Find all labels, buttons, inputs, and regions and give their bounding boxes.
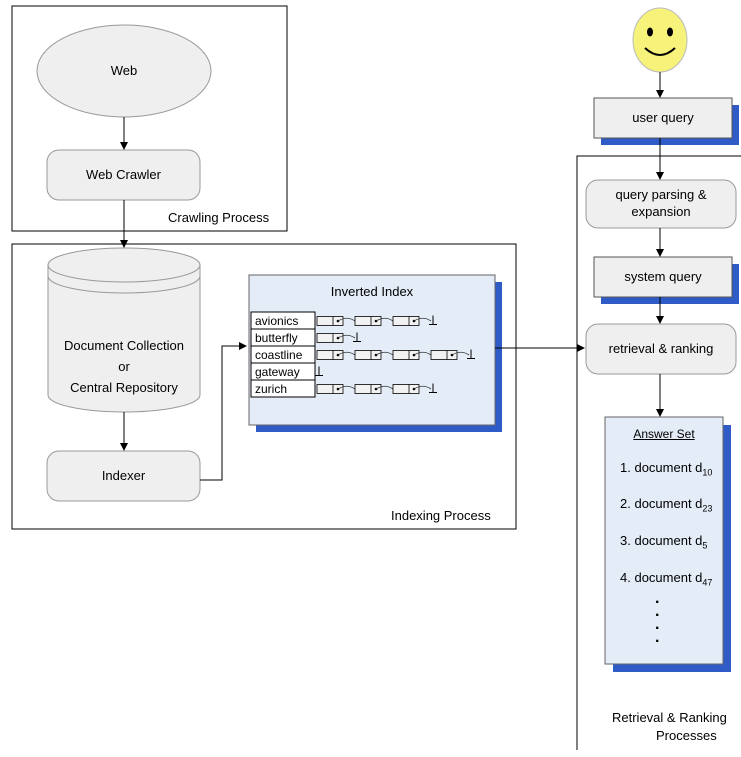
retrieval-process-label-line1: Retrieval & Ranking <box>612 710 727 725</box>
user-query-node <box>593 97 733 139</box>
indexing-process-label: Indexing Process <box>391 508 491 523</box>
posting-link <box>375 317 394 322</box>
flow-arrows <box>120 72 664 481</box>
answer-item-3: 3. document d5 <box>620 533 707 551</box>
indexer-label: Indexer <box>101 468 146 483</box>
answer-item-2-num: 2. <box>620 496 631 511</box>
answer-item-2-sub: 23 <box>702 503 713 514</box>
repository-label-line2: or <box>118 359 130 374</box>
answer-item-4-sub: 47 <box>702 577 713 588</box>
term-avionics: avionics <box>255 314 299 328</box>
system-query-label: system query <box>624 269 702 284</box>
user-query-label: user query <box>632 110 694 125</box>
posting-link <box>413 351 432 356</box>
answer-item-1-sub: 10 <box>702 467 713 478</box>
posting-node <box>354 316 382 326</box>
posting-link <box>413 385 432 390</box>
web-label: Web <box>110 63 138 78</box>
posting-node <box>392 384 420 394</box>
posting-link <box>375 385 394 390</box>
answer-item-1-num: 1. <box>620 460 631 475</box>
posting-link <box>337 317 356 322</box>
answer-item-2: 2. document d23 <box>620 496 712 514</box>
answer-set-title: Answer Set <box>633 427 695 441</box>
answer-item-3-num: 3. <box>620 533 631 548</box>
web-crawler-label: Web Crawler <box>86 167 161 182</box>
answer-item-3-sub: 5 <box>702 540 708 551</box>
retrieval-process-label-line2: Processes <box>656 728 717 743</box>
query-parsing-node <box>585 179 737 229</box>
crawling-process-label: Crawling Process <box>168 210 270 225</box>
posting-node <box>392 350 420 360</box>
posting-link <box>337 334 356 339</box>
query-parsing-label-line2: expansion <box>631 204 691 219</box>
term-coastline: coastline <box>255 348 303 362</box>
retrieval-ranking-label: retrieval & ranking <box>608 341 714 356</box>
repository-label-line1: Document Collection <box>64 338 184 353</box>
crawling-process-frame <box>11 5 288 232</box>
query-parsing-label-line1: query parsing & <box>615 187 707 202</box>
term-column <box>250 311 316 398</box>
indexer-node <box>46 450 201 502</box>
posting-node <box>316 316 344 326</box>
answer-item-3-text: document d <box>634 533 703 548</box>
posting-link <box>451 351 470 356</box>
posting-lists <box>315 315 475 394</box>
term-zurich: zurich <box>255 382 288 396</box>
answer-item-4-num: 4. <box>620 570 631 585</box>
posting-node <box>392 316 420 326</box>
term-butterfly: butterfly <box>255 331 298 345</box>
answer-item-4: 4. document d47 <box>620 570 712 588</box>
system-query-node <box>593 256 733 298</box>
posting-link <box>337 351 356 356</box>
posting-node <box>316 333 344 343</box>
posting-link <box>375 351 394 356</box>
retrieval-process-frame <box>576 155 741 750</box>
posting-node <box>354 384 382 394</box>
answer-item-1: 1. document d10 <box>620 460 712 478</box>
term-gateway: gateway <box>255 365 300 379</box>
repository-label-line3: Central Repository <box>70 380 178 395</box>
posting-node <box>316 384 344 394</box>
smiley-user-icon <box>632 7 688 73</box>
indexing-process-frame <box>11 243 517 530</box>
posting-link <box>337 385 356 390</box>
answer-item-2-text: document d <box>634 496 703 511</box>
answer-set-ellipsis: .... <box>655 590 660 646</box>
repository-cylinder <box>47 247 201 413</box>
posting-link <box>413 317 432 322</box>
retrieval-ranking-node <box>585 323 737 375</box>
posting-node <box>354 350 382 360</box>
answer-item-4-text: document d <box>634 570 703 585</box>
inverted-index-title: Inverted Index <box>330 284 414 299</box>
answer-item-1-text: document d <box>634 460 703 475</box>
posting-node <box>316 350 344 360</box>
answer-set-panel <box>604 416 724 665</box>
posting-node <box>430 350 458 360</box>
